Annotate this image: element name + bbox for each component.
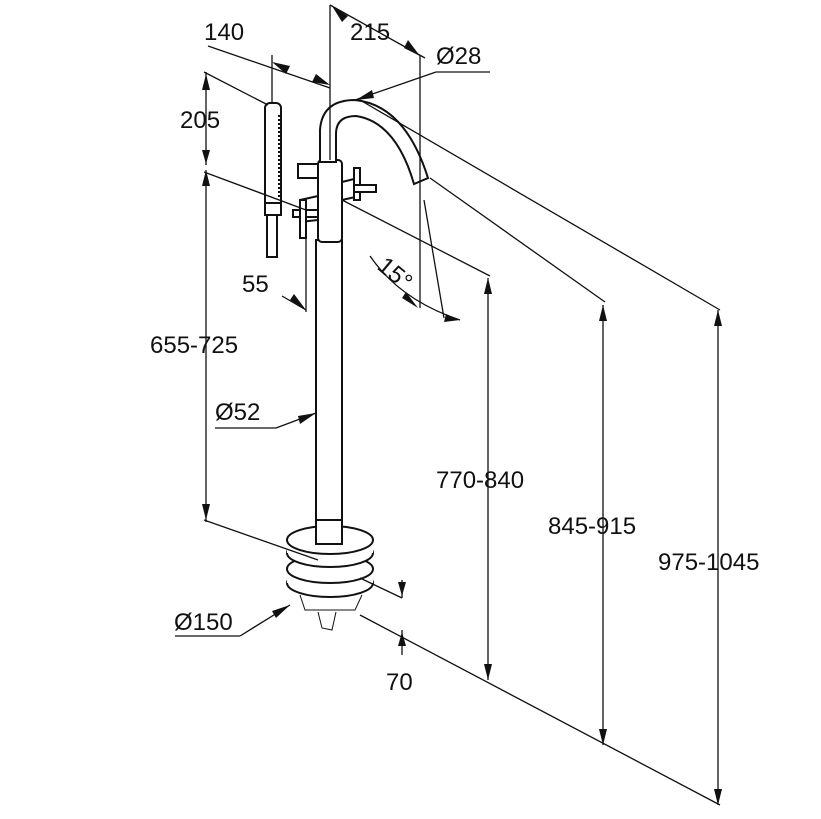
dimension-lines [175,4,722,806]
label-spout-diameter: Ø28 [436,43,481,70]
cross-handle-right [341,167,377,202]
label-base-height: 70 [386,669,413,696]
base-flange [286,519,374,631]
label-swivel-angle: 15° [372,252,417,296]
label-base-diameter: Ø150 [174,609,233,636]
spout [319,98,430,186]
label-spout-top-height: 845-915 [548,513,636,540]
label-column-diameter: Ø52 [215,399,260,426]
column [315,239,343,559]
valve-body [317,159,343,243]
hand-shower [264,102,282,258]
label-spout-reach: 215 [350,19,390,46]
label-handshower-offset: 140 [204,19,244,46]
label-handshower-height: 205 [180,107,220,134]
label-outlet-height: 770-840 [436,467,524,494]
label-total-height: 975-1045 [658,549,759,576]
label-body-height: 655-725 [150,332,238,359]
faucet-drawing [264,98,430,631]
cross-handle-left [292,194,319,239]
label-handle-offset: 55 [242,271,269,298]
diverter [297,163,319,179]
